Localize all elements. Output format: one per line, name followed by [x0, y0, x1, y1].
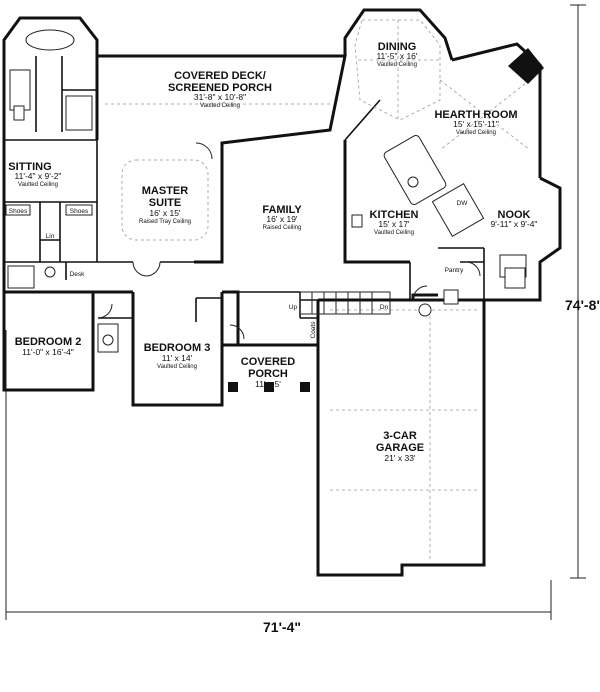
room-kitchen: KITCHEN 15' x 17' Vaulted Ceiling	[370, 209, 419, 236]
dining-note: Vaulted Ceiling	[377, 62, 417, 68]
dimension-lines	[5, 4, 586, 620]
vanity-icon	[9, 69, 31, 111]
porch-posts	[228, 382, 310, 392]
shoes-left-box	[5, 204, 31, 216]
garage-name-2: GARAGE	[376, 442, 424, 454]
room-deck: COVERED DECK/ SCREENED PORCH 31'-8" x 10…	[168, 70, 272, 109]
tub-icon	[25, 29, 75, 51]
deck-note: Vaulted Ceiling	[200, 103, 240, 109]
pantry-label: Pantry	[445, 267, 465, 274]
door-swings	[97, 142, 481, 340]
dishwasher-label: DW	[457, 200, 469, 207]
room-bedroom3: BEDROOM 3 11' x 14' Vaulted Ceiling	[144, 342, 211, 370]
room-master: MASTER SUITE 16' x 15' Raised Tray Ceili…	[139, 185, 191, 225]
room-dining: DINING 11'-5" x 16' Vaulted Ceiling	[376, 41, 417, 68]
kitchen-sink-icon	[407, 176, 419, 188]
room-sitting: SITTING 11'-4" x 9'-2" Vaulted Ceiling	[8, 161, 61, 188]
bedroom3-size: 11' x 14'	[162, 353, 193, 363]
kitchen-size: 15' x 17'	[378, 219, 410, 229]
family-name: FAMILY	[262, 204, 302, 216]
range-icon	[351, 214, 363, 228]
coats-label: Coats	[310, 321, 317, 339]
porch-name-1: COVERED	[241, 356, 295, 368]
sitting-size: 11'-4" x 9'-2"	[15, 171, 62, 181]
stairs-down-label: Dn	[380, 304, 389, 311]
room-porch: COVERED PORCH 11' x 5'	[241, 356, 295, 389]
deck-size: 31'-8" x 10'-8"	[194, 92, 246, 102]
shower-icon	[65, 95, 93, 131]
toilet3-icon	[102, 334, 114, 346]
bedroom3-name: BEDROOM 3	[144, 342, 211, 354]
linen-label: Lin	[46, 233, 55, 240]
sitting-name: SITTING	[8, 161, 51, 173]
room-hearth: HEARTH ROOM 15' x 15'-11" Vaulted Ceilin…	[434, 109, 517, 136]
bedroom2-size: 11'-0" x 16'-4"	[22, 347, 74, 357]
garage-name-1: 3-CAR	[383, 430, 417, 442]
fixtures	[7, 29, 527, 353]
porch-name-2: PORCH	[248, 368, 288, 380]
deck-name-2: SCREENED PORCH	[168, 82, 272, 94]
nook-name: NOOK	[498, 209, 531, 221]
porch-size: 11' x 5'	[255, 379, 281, 389]
bath-tub2-icon	[7, 265, 35, 289]
stairs-up-label: Up	[289, 304, 298, 311]
ceiling-details	[105, 19, 531, 560]
shoes-right-label: Shoes	[70, 208, 89, 215]
dryer-icon	[504, 267, 526, 289]
counter-icon	[431, 182, 485, 238]
dining-name: DINING	[378, 41, 417, 53]
kitchen-island-icon	[383, 134, 447, 206]
master-note: Raised Tray Ceiling	[139, 219, 191, 225]
toilet-icon	[13, 105, 25, 121]
desk-label: Desk	[70, 271, 86, 278]
hearth-note: Vaulted Ceiling	[456, 130, 496, 136]
room-garage: 3-CAR GARAGE 21' x 33'	[376, 430, 424, 463]
family-size: 16' x 19'	[266, 214, 298, 224]
room-bedroom2: BEDROOM 2 11'-0" x 16'-4"	[15, 336, 82, 357]
master-size: 16' x 15'	[149, 208, 181, 218]
garage-size: 21' x 33'	[384, 453, 416, 463]
nook-size: 9'-11" x 9'-4"	[491, 219, 538, 229]
master-name-2: SUITE	[149, 197, 181, 209]
deck-name-1: COVERED DECK/	[174, 70, 266, 82]
shoes-left-label: Shoes	[9, 208, 28, 215]
dining-size: 11'-5" x 16'	[376, 51, 417, 61]
master-name-1: MASTER	[142, 185, 189, 197]
overall-depth-label: 74'-8"	[565, 297, 600, 313]
sitting-note: Vaulted Ceiling	[18, 182, 58, 188]
room-family: FAMILY 16' x 19' Raised Ceiling	[262, 204, 302, 231]
shoes-right-box	[65, 204, 93, 216]
hearth-name: HEARTH ROOM	[434, 109, 517, 121]
stairs-icon	[299, 291, 391, 315]
family-note: Raised Ceiling	[263, 225, 302, 231]
bedroom2-name: BEDROOM 2	[15, 336, 82, 348]
overall-width-label: 71'-4"	[263, 619, 301, 635]
fireplace-icon	[508, 48, 544, 84]
hearth-size: 15' x 15'-11"	[453, 119, 499, 129]
water-heater-icon	[443, 289, 459, 305]
sink-icon	[44, 266, 56, 278]
kitchen-note: Vaulted Ceiling	[374, 230, 414, 236]
powder-sink-icon	[418, 303, 432, 317]
kitchen-name: KITCHEN	[370, 209, 419, 221]
bedroom3-note: Vaulted Ceiling	[157, 364, 197, 370]
room-nook: NOOK 9'-11" x 9'-4"	[491, 209, 538, 229]
